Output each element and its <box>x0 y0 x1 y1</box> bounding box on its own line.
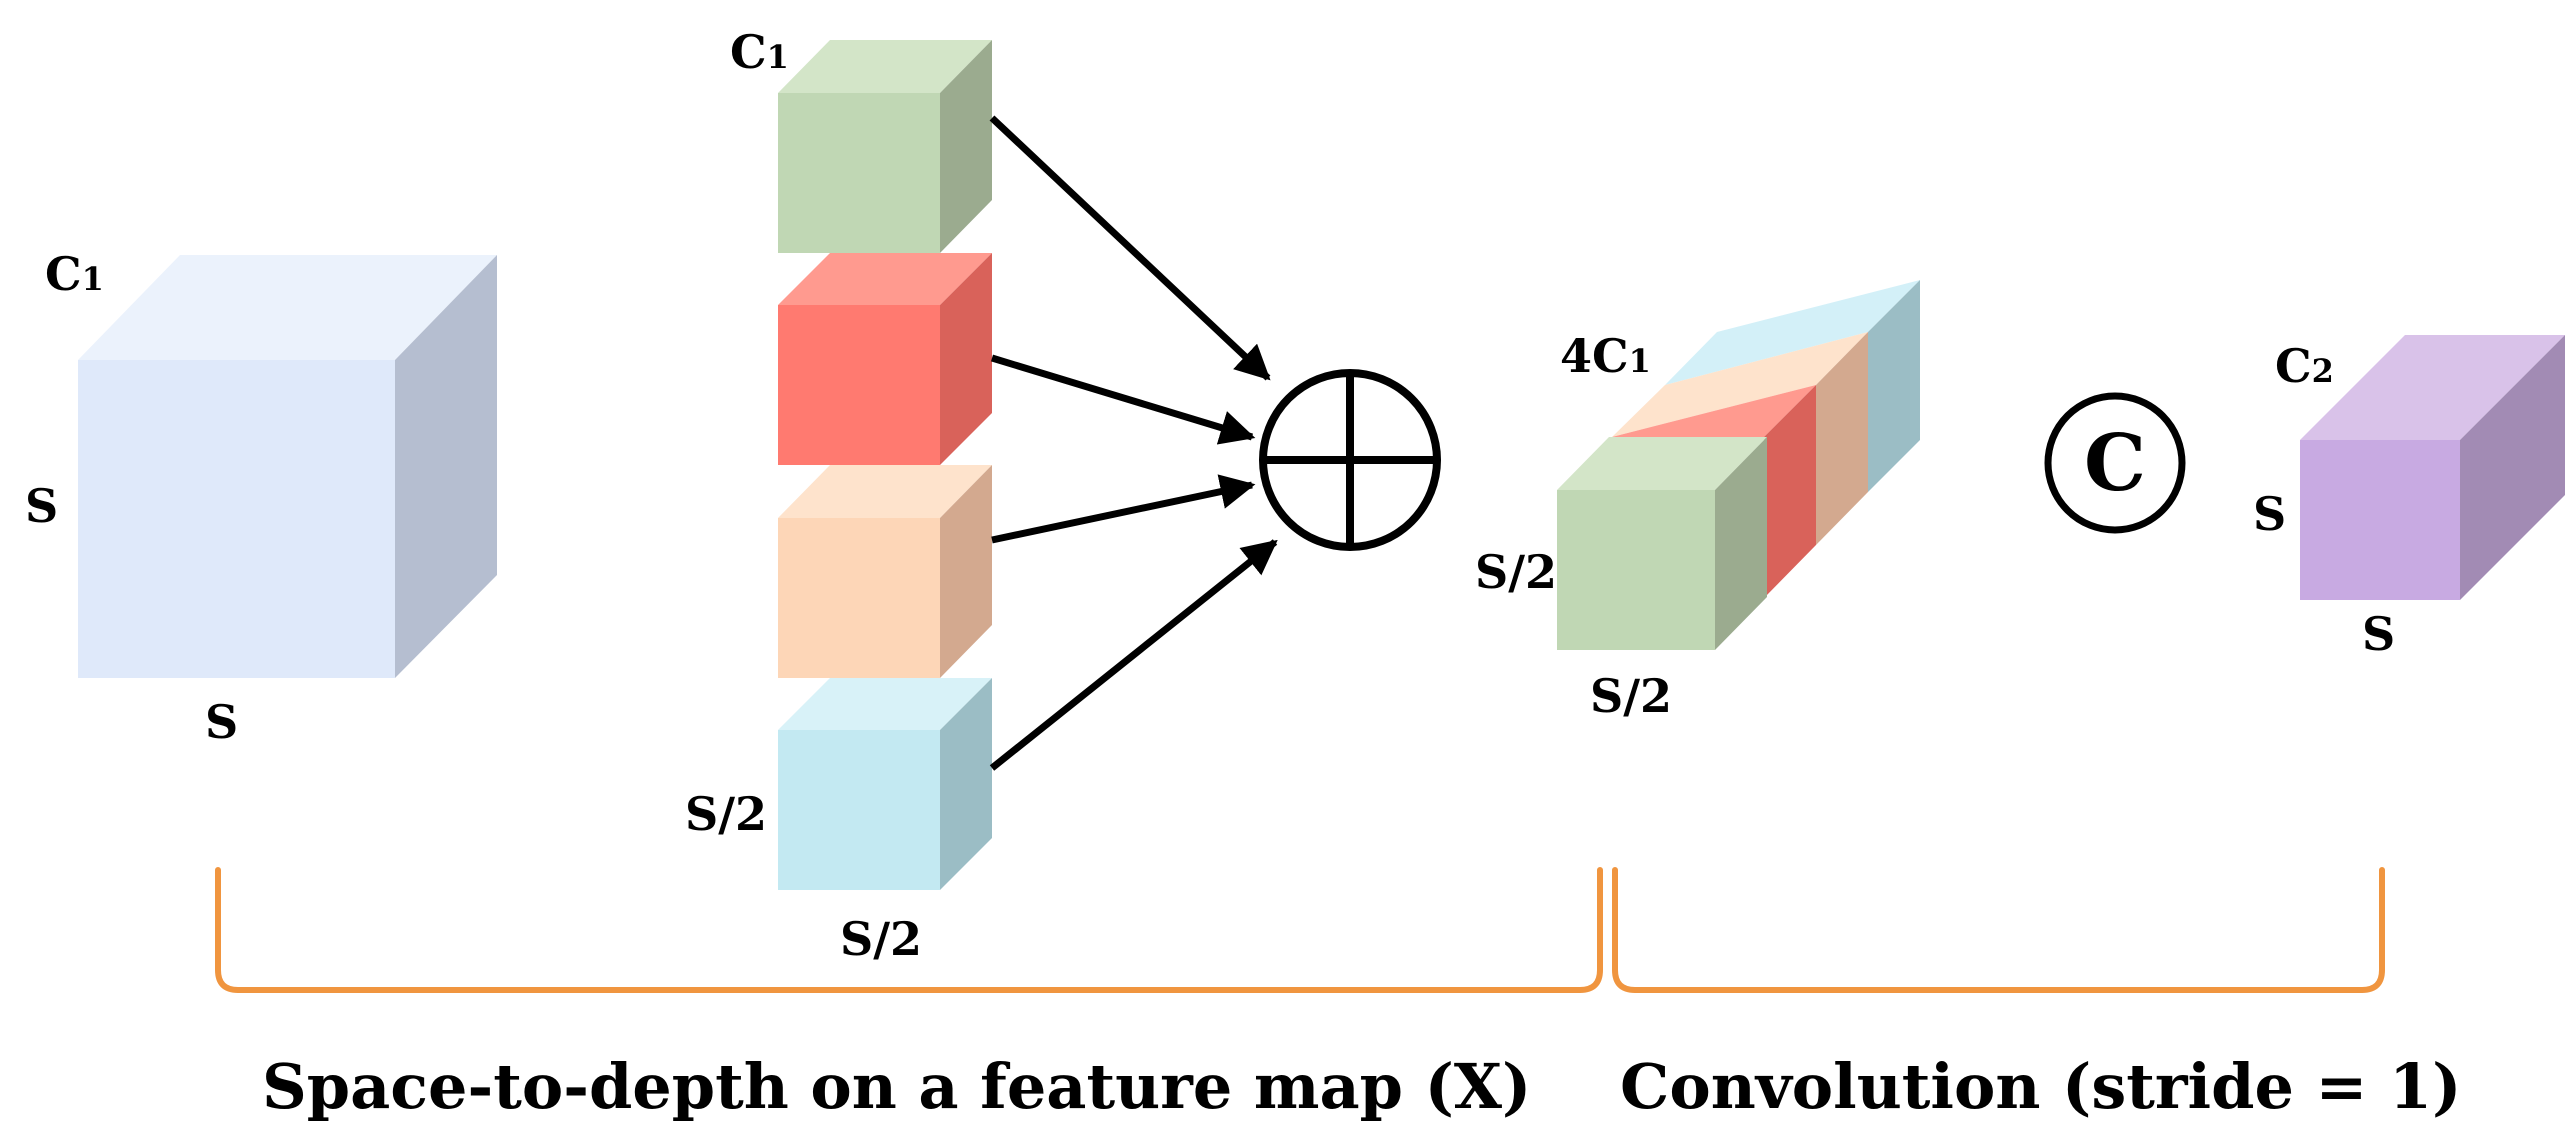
arrow-blue <box>989 539 1278 771</box>
caption-space-to-depth: Space-to-depth on a feature map (X) <box>262 1050 1531 1123</box>
output-channel-label: C2 <box>2275 339 2334 393</box>
arrow-peach <box>991 474 1256 544</box>
bracket-convolution <box>1612 867 2385 993</box>
slices-channel-label: C1 <box>730 25 789 79</box>
stacked-channel-label: 4C1 <box>1560 329 1651 383</box>
input-width-label: S <box>205 695 238 749</box>
input-channel-label: C1 <box>45 247 104 301</box>
slice-peach <box>778 465 992 678</box>
convolution-letter: C <box>2084 418 2146 509</box>
slice-red <box>778 253 992 465</box>
slice-green <box>778 40 992 253</box>
input-height-label: S <box>25 479 58 533</box>
stacked-height-label: S/2 <box>1475 545 1557 599</box>
output-cube <box>2300 335 2565 600</box>
arrow-red <box>990 354 1256 445</box>
slices-width-label: S/2 <box>840 912 922 966</box>
output-width-label: S <box>2362 607 2395 661</box>
output-height-label: S <box>2253 487 2286 541</box>
input-cube <box>78 255 497 678</box>
circled-plus-icon <box>1259 369 1441 551</box>
caption-convolution: Convolution (stride = 1) <box>1620 1050 2461 1123</box>
stacked-width-label: S/2 <box>1590 669 1672 723</box>
stacked-cube <box>1557 280 1920 650</box>
convolution-symbol: C <box>2044 392 2186 534</box>
arrow-green <box>989 115 1271 381</box>
slice-blue <box>778 678 992 890</box>
bracket-space-to-depth <box>215 867 1603 993</box>
slices-height-label: S/2 <box>685 787 767 841</box>
